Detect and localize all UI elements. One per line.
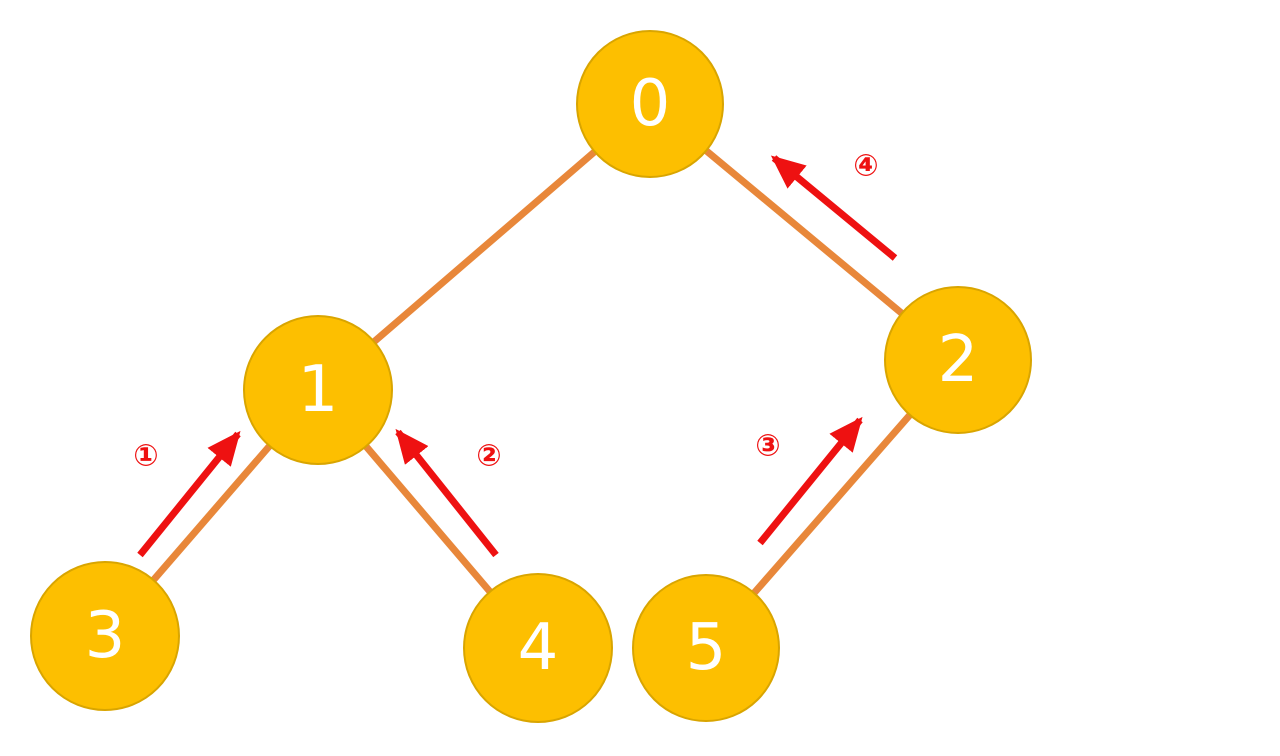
tree-node-4: 4 (463, 573, 613, 723)
tree-node-5: 5 (632, 574, 780, 722)
tree-node-3: 3 (30, 561, 180, 711)
node-label: 5 (686, 611, 727, 685)
step-label-1: ① (133, 439, 158, 474)
node-circle (243, 315, 393, 465)
tree-node-2: 2 (884, 286, 1032, 434)
node-circle (576, 30, 724, 178)
node-circle (632, 574, 780, 722)
tree-node-0: 0 (576, 30, 724, 178)
step-labels: ① ② ③ ④ (133, 149, 878, 474)
step-arrows (137, 155, 898, 558)
node-circle (463, 573, 613, 723)
tree-node-1: 1 (243, 315, 393, 465)
node-circle (30, 561, 180, 711)
step-arrow-4 (770, 155, 898, 261)
step-label-4: ④ (853, 149, 878, 184)
node-label: 1 (298, 353, 339, 427)
edges (102, 101, 961, 651)
step-arrow-1 (137, 430, 241, 558)
node-label: 0 (630, 67, 671, 141)
node-label: 3 (85, 599, 126, 673)
node-label: 4 (518, 611, 559, 685)
nodes: 0 1 2 3 4 5 (30, 30, 1032, 723)
node-label: 2 (938, 323, 979, 397)
step-label-3: ③ (755, 429, 780, 464)
step-label-2: ② (476, 439, 501, 474)
step-arrow-3 (757, 416, 863, 546)
node-circle (884, 286, 1032, 434)
step-arrow-2 (395, 428, 499, 558)
